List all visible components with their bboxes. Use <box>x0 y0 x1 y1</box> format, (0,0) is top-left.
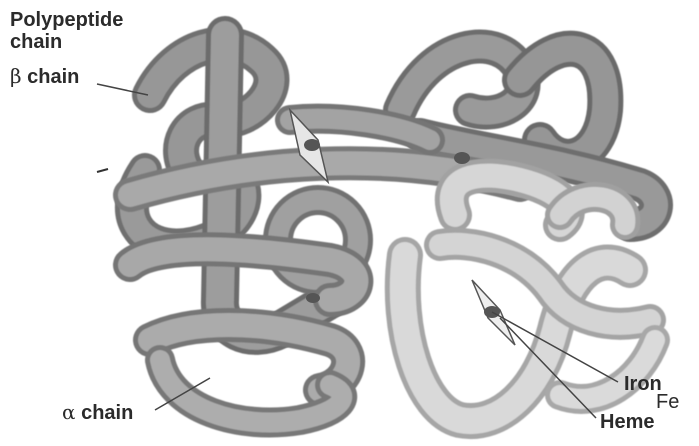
alpha-chain-subunit <box>130 249 356 422</box>
alpha-symbol: α <box>62 400 76 424</box>
label-alpha-chain: α chain <box>62 402 133 423</box>
tick-mark <box>97 169 108 172</box>
beta-word: chain <box>27 66 79 88</box>
heme-group-lower-left <box>306 293 320 303</box>
heme-group-upper-right <box>454 152 470 164</box>
alpha-chain-subunit-light <box>403 176 655 421</box>
label-fe: Fe <box>656 392 679 412</box>
label-polypeptide: Polypeptide <box>10 10 123 30</box>
beta-symbol: β <box>10 64 22 88</box>
label-chain: chain <box>10 32 62 52</box>
label-beta-chain: β chain <box>10 66 79 87</box>
alpha-word: chain <box>81 402 133 424</box>
label-heme: Heme <box>600 412 654 432</box>
